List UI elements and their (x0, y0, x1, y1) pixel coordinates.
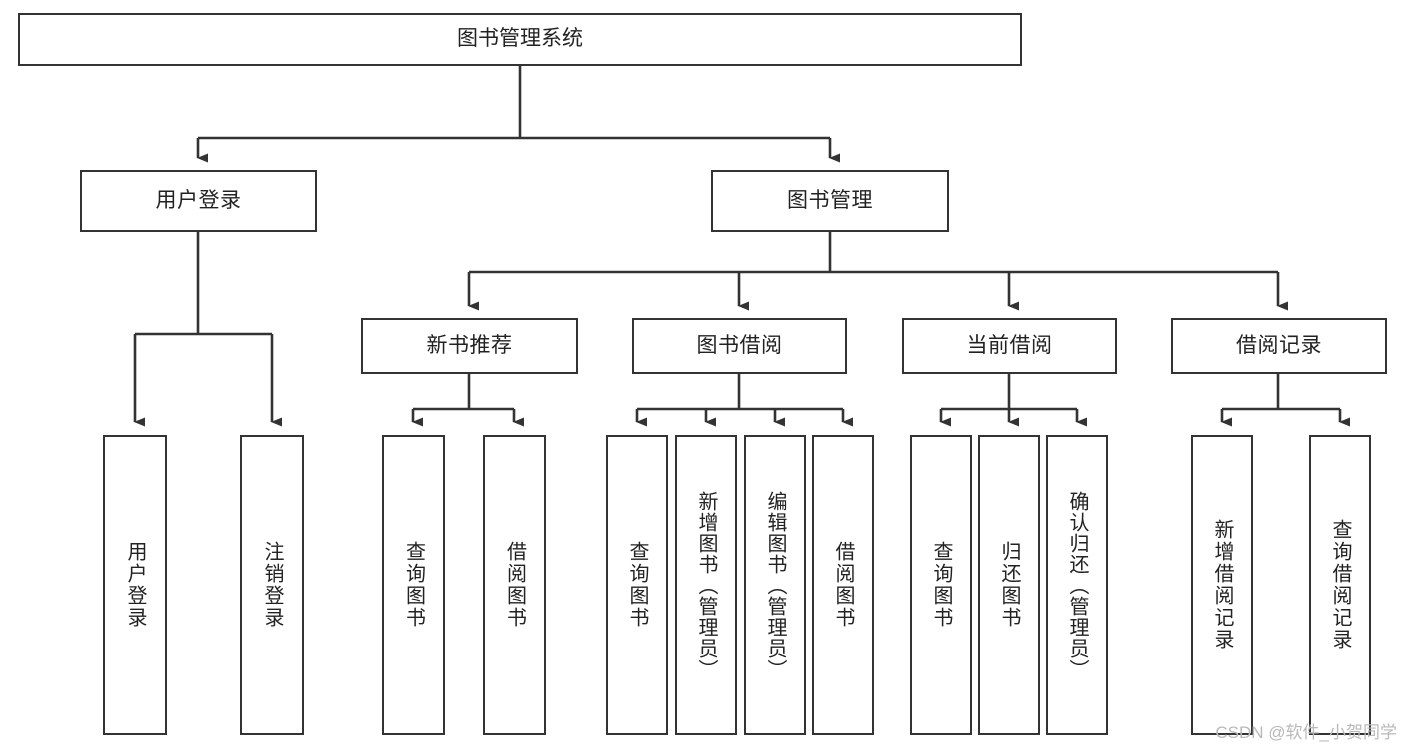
node-current-borrow-label: 当前借阅 (966, 333, 1053, 357)
leaf-recommend-query-book-label: 查询图书 (402, 541, 425, 629)
leaf-user-login-label: 用户登录 (124, 541, 146, 629)
node-book-borrow[interactable]: 图书借阅 (632, 318, 847, 374)
leaf-recommend-borrow-book[interactable]: 借阅图书 (483, 435, 546, 735)
node-book-borrow-label: 图书借阅 (696, 333, 783, 357)
node-user-login[interactable]: 用户登录 (80, 170, 317, 232)
node-borrow-record-label: 借阅记录 (1236, 333, 1322, 357)
leaf-borrow-query-book[interactable]: 查询图书 (606, 435, 668, 735)
leaf-borrow-edit-book-admin[interactable]: 编辑图书（管理员） (744, 435, 806, 735)
node-new-book-recommend[interactable]: 新书推荐 (361, 318, 578, 374)
leaf-borrow-edit-book-admin-label: 编辑图书（管理员） (764, 490, 786, 680)
node-root[interactable]: 图书管理系统 (18, 13, 1022, 66)
leaf-record-add-borrow-record-label: 新增借阅记录 (1211, 519, 1233, 651)
leaf-recommend-borrow-book-label: 借阅图书 (503, 541, 526, 629)
node-root-label: 图书管理系统 (457, 27, 583, 51)
node-user-login-label: 用户登录 (155, 188, 242, 212)
leaf-borrow-add-book-admin[interactable]: 新增图书（管理员） (675, 435, 737, 735)
node-current-borrow[interactable]: 当前借阅 (902, 318, 1117, 374)
leaf-borrow-add-book-admin-label: 新增图书（管理员） (695, 490, 717, 680)
leaf-current-confirm-return-admin-label: 确认归还（管理员） (1066, 490, 1088, 680)
node-new-book-recommend-label: 新书推荐 (426, 333, 513, 357)
leaf-current-confirm-return-admin[interactable]: 确认归还（管理员） (1046, 435, 1108, 735)
leaf-record-query-borrow-record[interactable]: 查询借阅记录 (1309, 435, 1371, 735)
leaf-borrow-borrow-book-label: 借阅图书 (832, 541, 854, 629)
leaf-current-return-book[interactable]: 归还图书 (978, 435, 1040, 735)
leaf-recommend-query-book[interactable]: 查询图书 (382, 435, 445, 735)
leaf-user-logout[interactable]: 注销登录 (240, 435, 304, 735)
node-book-management[interactable]: 图书管理 (711, 170, 949, 232)
leaf-borrow-query-book-label: 查询图书 (626, 541, 648, 629)
leaf-record-add-borrow-record[interactable]: 新增借阅记录 (1191, 435, 1253, 735)
leaf-current-query-book-label: 查询图书 (930, 541, 952, 629)
node-book-management-label: 图书管理 (787, 188, 873, 212)
leaf-user-login[interactable]: 用户登录 (103, 435, 167, 735)
leaf-current-return-book-label: 归还图书 (998, 541, 1020, 629)
node-borrow-record[interactable]: 借阅记录 (1171, 318, 1387, 374)
leaf-borrow-borrow-book[interactable]: 借阅图书 (812, 435, 874, 735)
watermark-text: CSDN @软件_小贺同学 (1215, 723, 1397, 742)
leaf-current-query-book[interactable]: 查询图书 (910, 435, 972, 735)
leaf-user-logout-label: 注销登录 (261, 541, 283, 629)
leaf-record-query-borrow-record-label: 查询借阅记录 (1329, 519, 1351, 651)
